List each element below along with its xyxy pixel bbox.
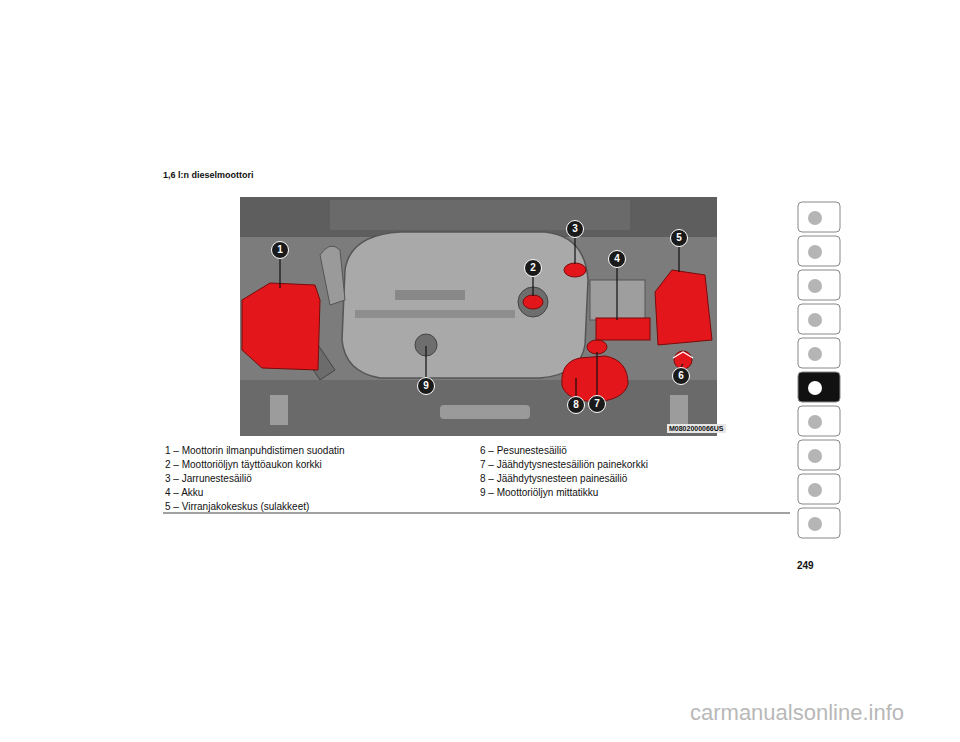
watermark: carmanualsonline.info: [690, 700, 904, 726]
tab-box: [798, 202, 840, 232]
tab-box: [798, 406, 840, 436]
tab-box: [798, 270, 840, 300]
grille: [330, 200, 630, 230]
page-number: 249: [797, 560, 814, 571]
tab-icon: [808, 381, 822, 395]
chapter-tab: [798, 406, 840, 436]
cowl: [240, 197, 717, 237]
leader-line: [616, 268, 617, 320]
divider: [163, 513, 790, 514]
chapter-tab: [798, 440, 840, 470]
oil-filler-cap: [523, 295, 543, 309]
tab-icon: [808, 347, 822, 361]
front-panel: [240, 380, 717, 436]
legend-item: 1 – Moottorin ilmanpuhdistimen suodatin: [165, 445, 345, 456]
callout-circle: 3: [566, 220, 584, 238]
callout-number: 8: [573, 400, 579, 410]
leader-line: [678, 247, 679, 272]
tab-box: [798, 474, 840, 504]
callout-circle: 4: [608, 250, 626, 268]
fuse-box: [655, 270, 712, 345]
chapter-tab: [798, 372, 840, 402]
tab-icon: [808, 211, 822, 225]
callout-number: 6: [678, 371, 684, 381]
leader-line: [279, 259, 280, 288]
tab-icon: [808, 517, 822, 531]
tab-box: [798, 236, 840, 266]
chapter-tab: [798, 338, 840, 368]
callout-number: 1: [277, 245, 283, 255]
brake-fluid-reservoir: [564, 263, 586, 277]
callout-circle: 1: [271, 241, 289, 259]
legend-item: 3 – Jarrunestesäiliö: [165, 473, 252, 484]
callout-number: 5: [676, 233, 682, 243]
leader-line: [574, 238, 575, 264]
battery: [596, 318, 650, 340]
callout-circle: 7: [588, 395, 606, 413]
tab-icon: [808, 449, 822, 463]
leader-line: [532, 277, 533, 296]
callout-circle: 8: [567, 396, 585, 414]
tab-icon: [808, 313, 822, 327]
callout-number: 4: [614, 254, 620, 264]
leader-line: [425, 346, 426, 377]
tab-icon: [808, 245, 822, 259]
intake: [320, 246, 345, 305]
figure-code: M0802000066US: [667, 424, 726, 433]
tab-box: [798, 440, 840, 470]
chapter-tab: [798, 508, 840, 538]
air-filter: [242, 283, 320, 370]
callout-circle: 9: [417, 377, 435, 395]
legend-item: 7 – Jäähdytysnestesäiliön painekorkki: [480, 459, 648, 470]
callout-circle: 2: [524, 259, 542, 277]
tab-icon: [808, 415, 822, 429]
legend-item: 6 – Pesunestesäiliö: [480, 445, 567, 456]
bracket: [670, 395, 688, 425]
legend-item: 8 – Jäähdytysnesteen painesäiliö: [480, 473, 627, 484]
photo-ground: [240, 197, 717, 436]
tab-box: [798, 508, 840, 538]
page-title: 1,6 l:n dieselmoottori: [163, 170, 254, 180]
callout-number: 3: [572, 224, 578, 234]
washer-symbol: [673, 352, 693, 358]
legend-item: 2 – Moottoriöljyn täyttöaukon korkki: [165, 459, 322, 470]
tab-box: [798, 338, 840, 368]
chapter-tab: [798, 474, 840, 504]
tab-box: [798, 304, 840, 334]
leader-line: [596, 352, 597, 395]
chapter-tabs: [798, 202, 840, 538]
leader-line: [575, 378, 576, 396]
cover-slot: [395, 290, 465, 300]
callout-number: 7: [594, 399, 600, 409]
callout-number: 2: [530, 263, 536, 273]
bracket: [270, 395, 288, 425]
chapter-tab: [798, 304, 840, 334]
latch: [440, 405, 530, 419]
coolant-pressure-cap: [587, 340, 607, 354]
tab-box: [798, 372, 840, 402]
callout-number: 9: [423, 381, 429, 391]
legend-item: 4 – Akku: [165, 487, 203, 498]
engine-cover: [342, 232, 588, 378]
chapter-tab: [798, 236, 840, 266]
legend-item: 9 – Moottoriöljyn mittatikku: [480, 487, 598, 498]
chapter-tab: [798, 270, 840, 300]
legend-item: 5 – Virranjakokeskus (sulakkeet): [165, 501, 309, 512]
chapter-tab: [798, 202, 840, 232]
tab-icon: [808, 483, 822, 497]
callout-circle: 5: [670, 229, 688, 247]
leader-lines: [280, 238, 683, 396]
tab-icon: [808, 279, 822, 293]
cover-rib: [355, 310, 515, 318]
callout-circle: 6: [672, 367, 690, 385]
